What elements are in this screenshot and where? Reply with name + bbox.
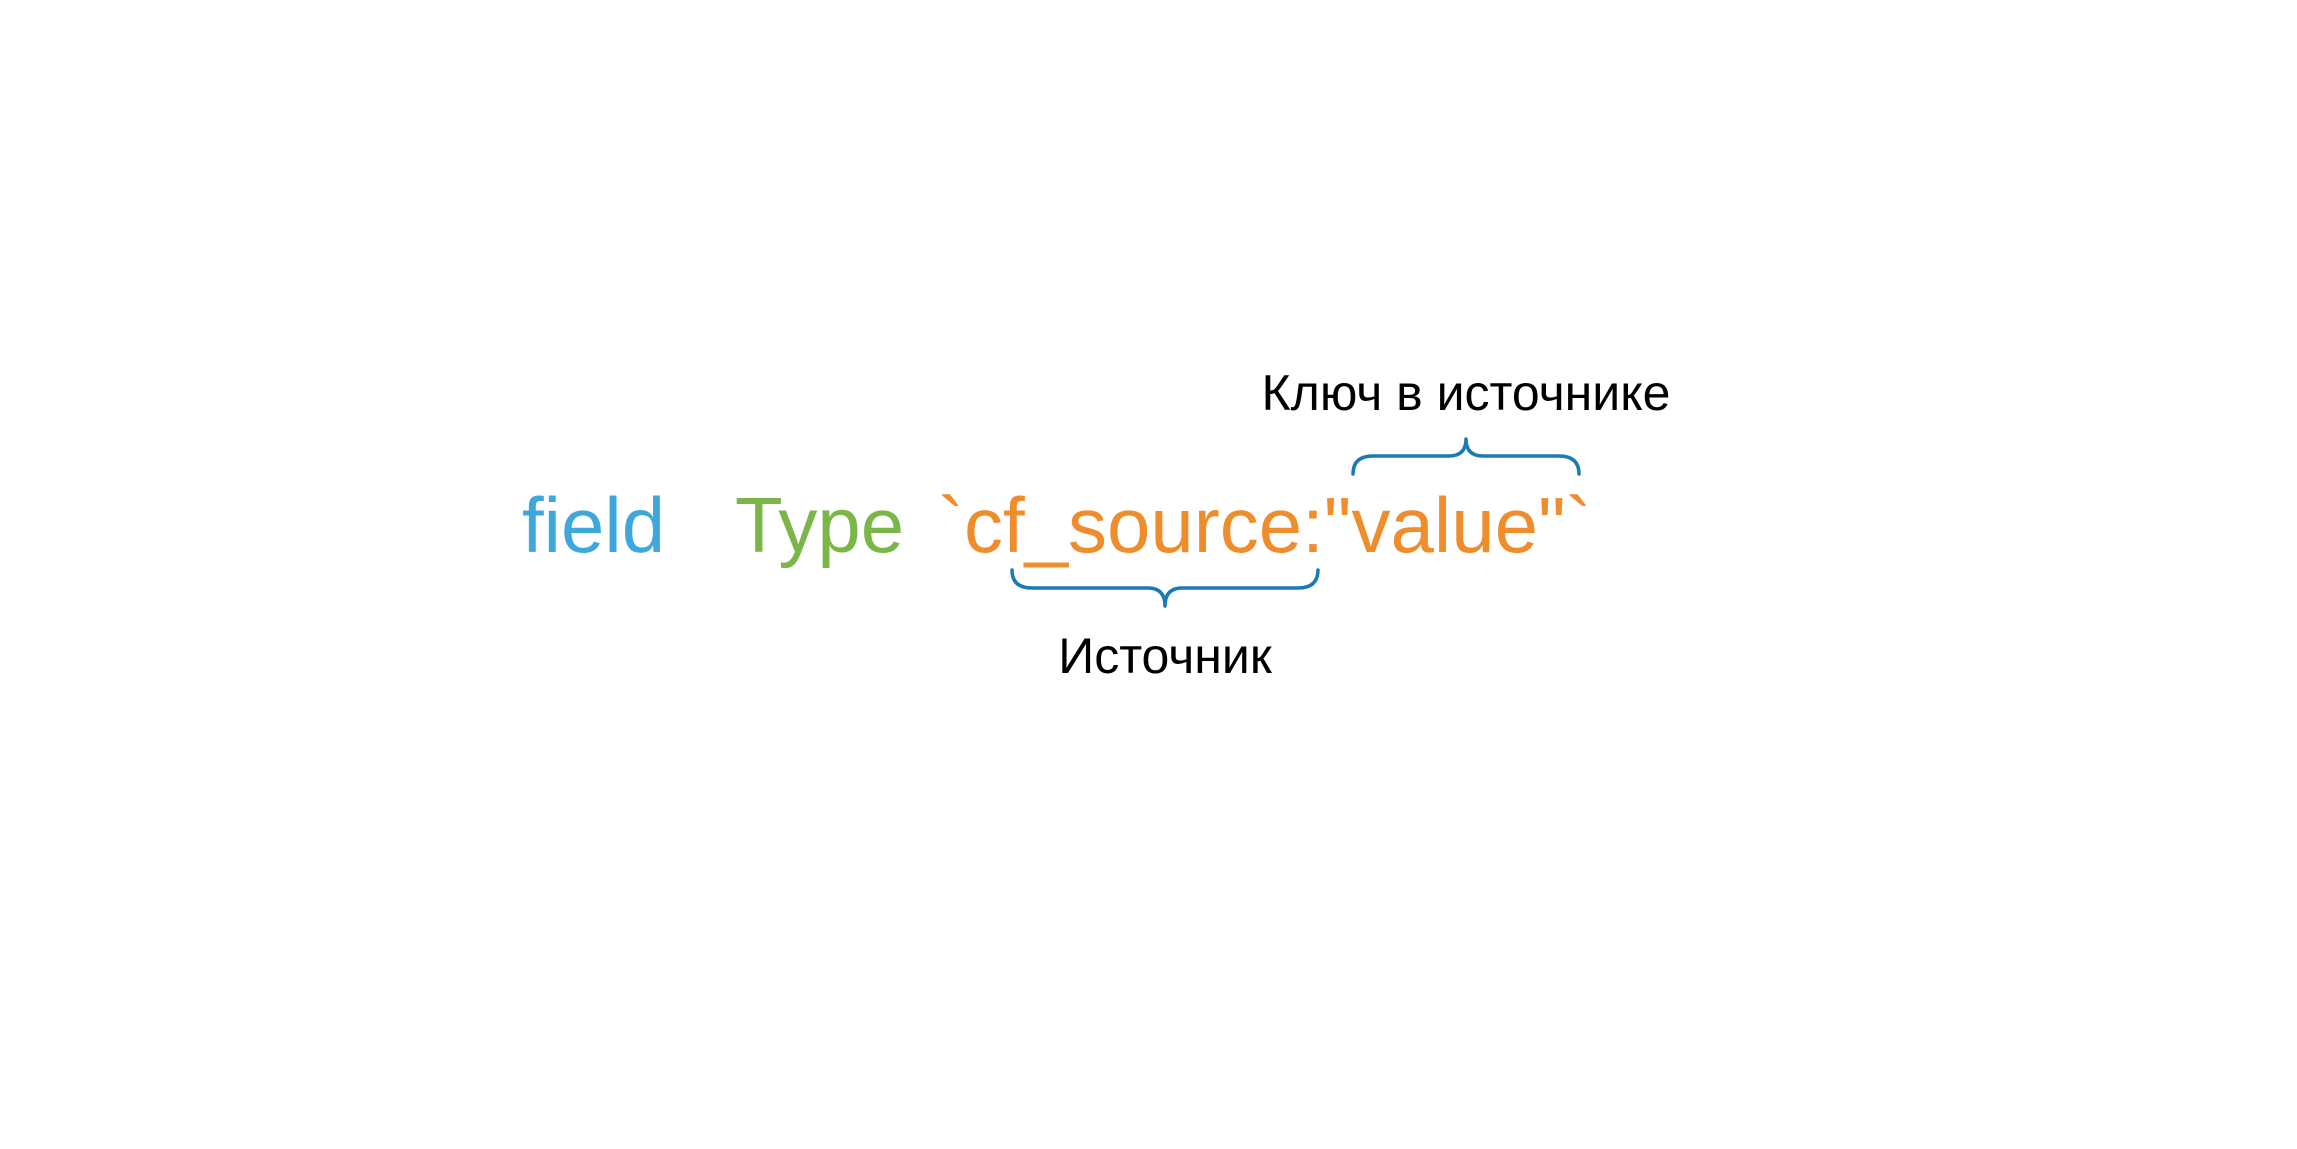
- key-in-source-label: Ключ в источнике: [1262, 365, 1671, 421]
- source-brace: [1010, 568, 1320, 608]
- field-name-token: field: [522, 481, 665, 569]
- field-type-token: Type: [735, 481, 904, 569]
- source-label: Источник: [1058, 628, 1273, 684]
- struct-tag-token: `cf_source:"value"`: [938, 481, 1592, 569]
- key-brace: [1351, 437, 1581, 476]
